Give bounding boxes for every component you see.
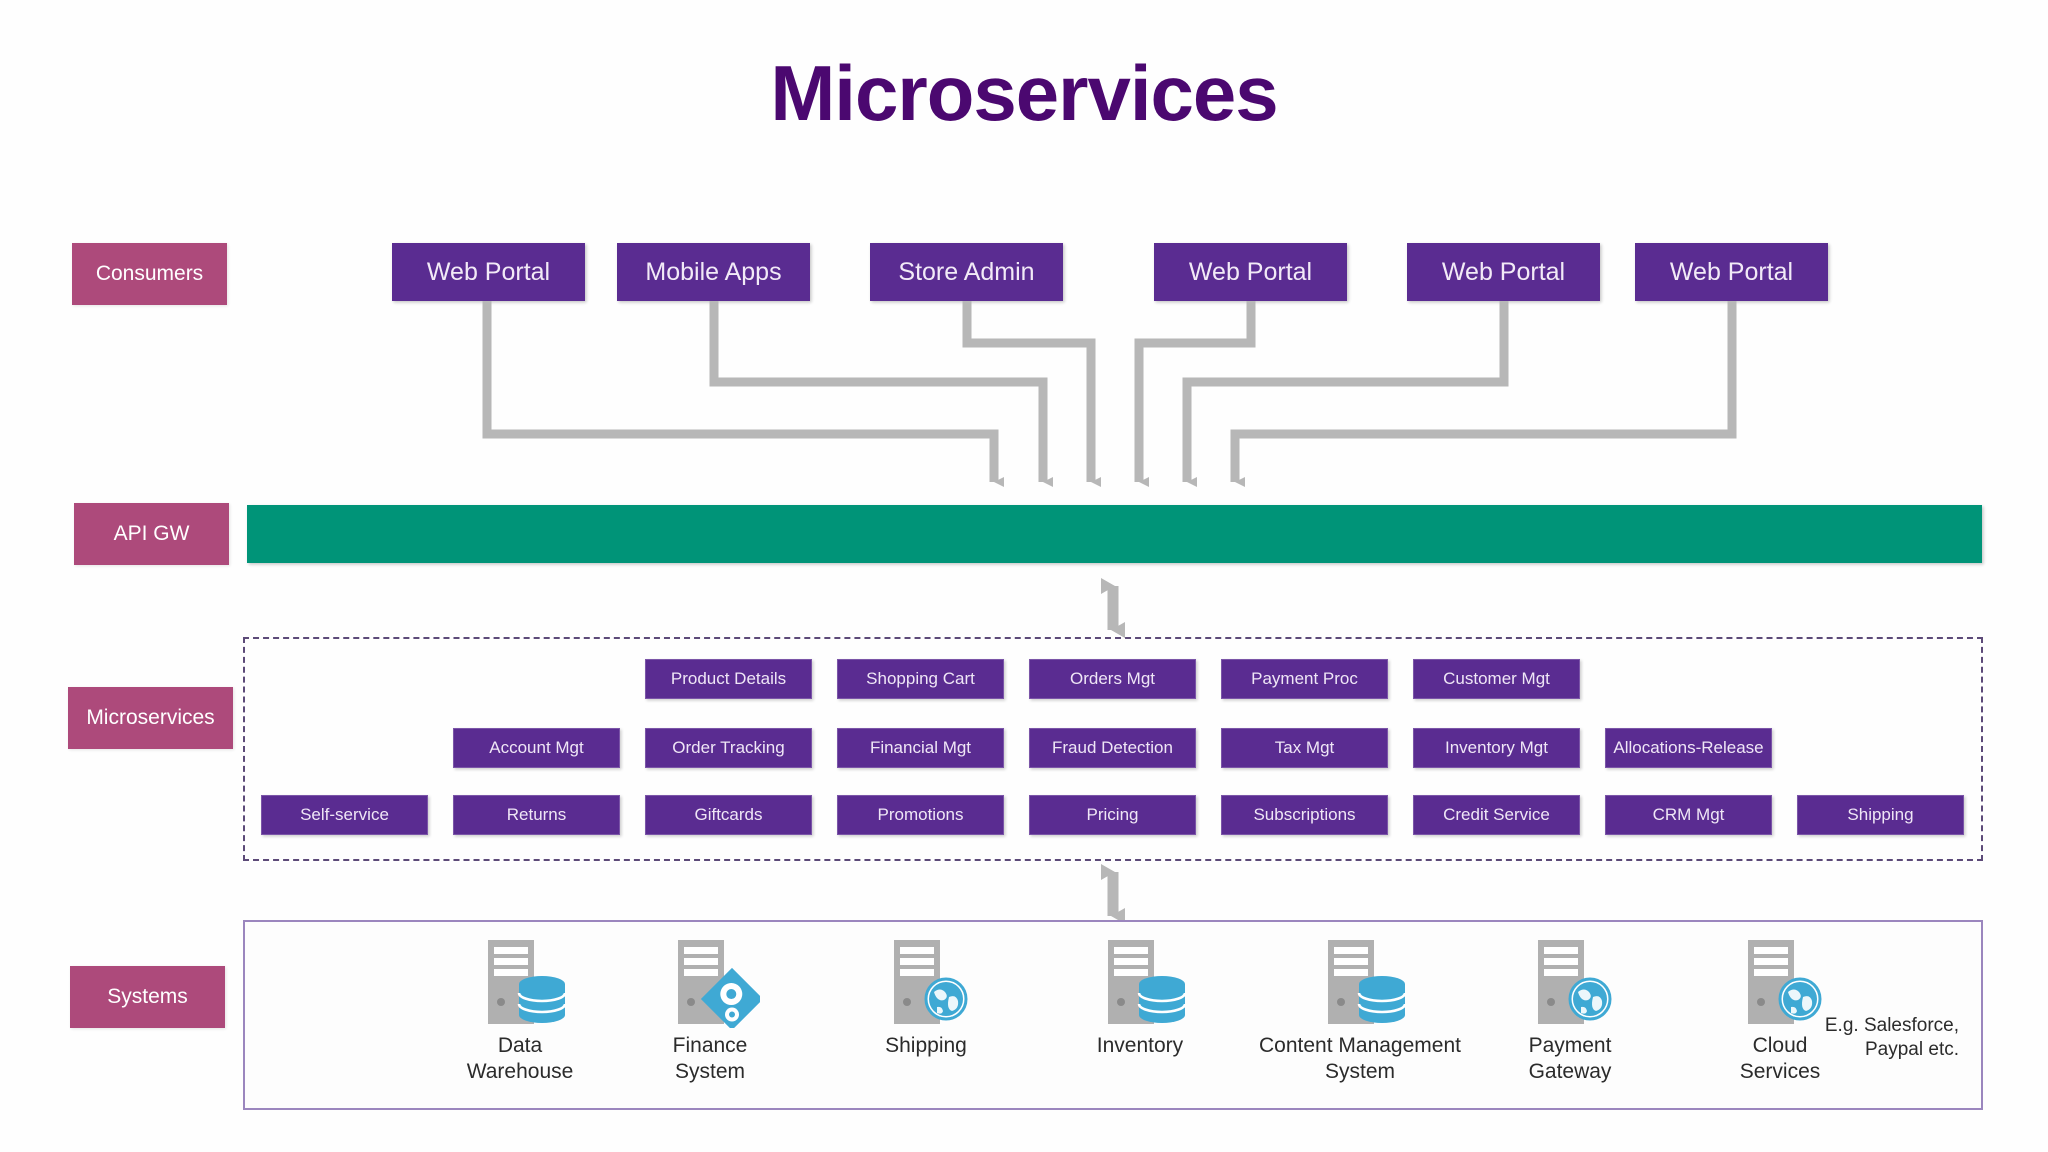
page-title: Microservices: [770, 49, 1278, 137]
system-label: Content Management System: [1259, 1034, 1461, 1083]
microservice-box-account-mgt[interactable]: Account Mgt: [453, 728, 620, 768]
microservice-label: Customer Mgt: [1443, 669, 1550, 688]
system-label: Inventory: [1096, 1034, 1184, 1057]
microservice-label: Allocations-Release: [1613, 738, 1764, 757]
consumer-box-store-admin[interactable]: Store Admin: [870, 243, 1063, 301]
microservice-box-customer-mgt[interactable]: Customer Mgt: [1413, 659, 1580, 699]
microservice-label: Subscriptions: [1253, 805, 1356, 824]
server-globe-icon: [1538, 940, 1612, 1024]
microservice-label: Inventory Mgt: [1445, 738, 1548, 757]
row-badge-microservices: Microservices: [68, 687, 233, 749]
microservice-box-pricing[interactable]: Pricing: [1029, 795, 1196, 835]
row-badge-microservices-label: Microservices: [86, 706, 215, 729]
microservice-label: Tax Mgt: [1274, 738, 1335, 757]
server-globe-icon: [1748, 940, 1822, 1024]
microservice-box-subscriptions[interactable]: Subscriptions: [1221, 795, 1388, 835]
system-item-cloud-services[interactable]: Cloud Services: [1685, 936, 1875, 1084]
microservice-box-fraud-detection[interactable]: Fraud Detection: [1029, 728, 1196, 768]
microservice-box-crm-mgt[interactable]: CRM Mgt: [1605, 795, 1772, 835]
system-label: Data Warehouse: [466, 1034, 574, 1083]
system-item-data-warehouse[interactable]: Data Warehouse: [425, 936, 615, 1084]
row-badge-consumers: Consumers: [72, 243, 227, 305]
microservice-box-order-tracking[interactable]: Order Tracking: [645, 728, 812, 768]
row-badge-systems-label: Systems: [107, 985, 188, 1008]
server-globe-icon: [894, 940, 968, 1024]
microservice-label: Credit Service: [1443, 805, 1550, 824]
system-label: Cloud Services: [1739, 1034, 1821, 1083]
microservice-box-promotions[interactable]: Promotions: [837, 795, 1004, 835]
microservice-label: Pricing: [1086, 805, 1139, 824]
microservice-box-credit-service[interactable]: Credit Service: [1413, 795, 1580, 835]
server-gear-icon: [678, 940, 764, 1031]
microservice-box-allocations-release[interactable]: Allocations-Release: [1605, 728, 1772, 768]
system-label: Payment Gateway: [1528, 1034, 1612, 1083]
row-badge-api-gw-label: API GW: [113, 522, 190, 545]
microservice-label: Promotions: [877, 805, 964, 824]
consumer-label: Mobile Apps: [645, 257, 782, 286]
microservice-box-tax-mgt[interactable]: Tax Mgt: [1221, 728, 1388, 768]
microservice-box-self-service[interactable]: Self-service: [261, 795, 428, 835]
microservice-label: Fraud Detection: [1052, 738, 1173, 757]
system-item-shipping[interactable]: Shipping: [831, 936, 1021, 1059]
microservice-label: Financial Mgt: [869, 738, 972, 757]
consumer-box-mobile-apps[interactable]: Mobile Apps: [617, 243, 810, 301]
consumer-box-web-portal-4[interactable]: Web Portal: [1635, 243, 1828, 301]
api-gateway-bar[interactable]: [247, 505, 1982, 563]
system-item-payment-gateway[interactable]: Payment Gateway: [1475, 936, 1665, 1084]
server-database-icon: [1108, 940, 1187, 1024]
microservice-box-giftcards[interactable]: Giftcards: [645, 795, 812, 835]
microservice-label: Shipping: [1847, 805, 1914, 824]
systems-container: Data Warehouse Finance System: [243, 920, 1983, 1110]
row-badge-api-gw: API GW: [74, 503, 229, 565]
microservice-label: CRM Mgt: [1652, 805, 1725, 824]
microservice-label: Account Mgt: [489, 738, 584, 757]
consumer-label: Web Portal: [1441, 257, 1566, 286]
microservice-label: Order Tracking: [672, 738, 785, 757]
consumer-label: Web Portal: [1669, 257, 1794, 286]
server-database-icon: [488, 940, 567, 1024]
system-item-content-management-system[interactable]: Content Management System: [1245, 936, 1475, 1084]
microservice-box-shopping-cart[interactable]: Shopping Cart: [837, 659, 1004, 699]
microservice-box-financial-mgt[interactable]: Financial Mgt: [837, 728, 1004, 768]
consumer-box-web-portal-3[interactable]: Web Portal: [1407, 243, 1600, 301]
microservices-container: Product Details Shopping Cart Orders Mgt…: [243, 637, 1983, 861]
server-database-icon: [1328, 940, 1407, 1024]
microservice-label: Shopping Cart: [866, 669, 975, 688]
systems-note: E.g. Salesforce, Paypal etc.: [1824, 1015, 1959, 1060]
microservice-box-product-details[interactable]: Product Details: [645, 659, 812, 699]
microservice-label: Returns: [506, 805, 567, 824]
system-label: Finance System: [672, 1034, 748, 1083]
microservice-label: Product Details: [670, 669, 787, 688]
microservice-box-returns[interactable]: Returns: [453, 795, 620, 835]
consumer-label: Store Admin: [898, 257, 1035, 286]
microservice-label: Giftcards: [694, 805, 763, 824]
microservice-box-orders-mgt[interactable]: Orders Mgt: [1029, 659, 1196, 699]
microservice-box-shipping[interactable]: Shipping: [1797, 795, 1964, 835]
row-badge-systems: Systems: [70, 966, 225, 1028]
microservice-box-inventory-mgt[interactable]: Inventory Mgt: [1413, 728, 1580, 768]
microservice-label: Orders Mgt: [1069, 669, 1156, 688]
system-item-finance-system[interactable]: Finance System: [615, 936, 805, 1084]
microservice-box-payment-proc[interactable]: Payment Proc: [1221, 659, 1388, 699]
consumer-label: Web Portal: [1188, 257, 1313, 286]
system-label: Shipping: [885, 1034, 967, 1057]
system-item-inventory[interactable]: Inventory: [1045, 936, 1235, 1059]
consumer-box-web-portal-1[interactable]: Web Portal: [392, 243, 585, 301]
microservice-label: Payment Proc: [1251, 669, 1358, 688]
microservice-label: Self-service: [300, 805, 389, 824]
consumer-box-web-portal-2[interactable]: Web Portal: [1154, 243, 1347, 301]
row-badge-consumers-label: Consumers: [95, 262, 204, 285]
consumer-label: Web Portal: [426, 257, 551, 286]
